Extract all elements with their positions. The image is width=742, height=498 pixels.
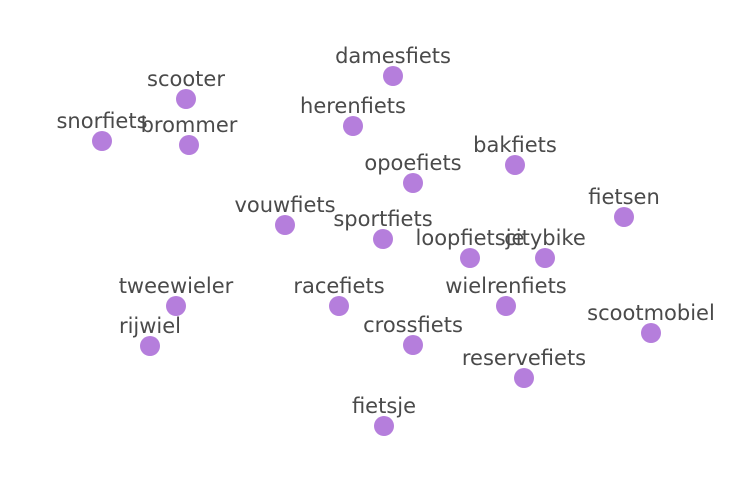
label-vouwfiets: vouwfiets bbox=[234, 193, 335, 217]
point-sportfiets bbox=[373, 229, 393, 249]
label-fietsen: fietsen bbox=[588, 185, 660, 209]
label-fietsje: fietsje bbox=[352, 394, 416, 418]
point-fietsen bbox=[614, 207, 634, 227]
label-racefiets: racefiets bbox=[293, 274, 384, 298]
label-citybike: citybike bbox=[504, 226, 586, 250]
point-brommer bbox=[179, 135, 199, 155]
point-rijwiel bbox=[140, 336, 160, 356]
label-crossfiets: crossfiets bbox=[363, 313, 463, 337]
point-racefiets bbox=[329, 296, 349, 316]
point-opoefiets bbox=[403, 173, 423, 193]
label-scooter: scooter bbox=[147, 67, 225, 91]
point-fietsje bbox=[374, 416, 394, 436]
label-bakfiets: bakfiets bbox=[473, 133, 557, 157]
label-scootmobiel: scootmobiel bbox=[587, 301, 715, 325]
label-rijwiel: rijwiel bbox=[119, 314, 181, 338]
point-scootmobiel bbox=[641, 323, 661, 343]
label-loopfietsje: loopfietsje bbox=[416, 226, 525, 250]
label-wielrenfiets: wielrenfiets bbox=[445, 274, 567, 298]
point-scooter bbox=[176, 89, 196, 109]
label-snorfiets: snorfiets bbox=[56, 109, 147, 133]
point-crossfiets bbox=[403, 335, 423, 355]
point-tweewieler bbox=[166, 296, 186, 316]
label-reservefiets: reservefiets bbox=[462, 346, 586, 370]
point-labels: damesfiets scooter herenfiets snorfietsbrom… bbox=[56, 44, 714, 418]
point-herenfiets bbox=[343, 116, 363, 136]
scatter-points bbox=[92, 66, 661, 436]
point-reservefiets bbox=[514, 368, 534, 388]
point-citybike bbox=[535, 248, 555, 268]
label-opoefiets: opoefiets bbox=[364, 151, 461, 175]
point-loopfietsje bbox=[460, 248, 480, 268]
label-herenfiets: herenfiets bbox=[300, 94, 406, 118]
label-damesfiets: damesfiets bbox=[335, 44, 451, 68]
point-vouwfiets bbox=[275, 215, 295, 235]
point-snorfiets bbox=[92, 131, 112, 151]
point-damesfiets bbox=[383, 66, 403, 86]
label-sportfiets: sportfiets bbox=[333, 207, 432, 231]
point-bakfiets bbox=[505, 155, 525, 175]
label-tweewieler: tweewieler bbox=[119, 274, 234, 298]
point-wielrenfiets bbox=[496, 296, 516, 316]
label-brommer: brommer bbox=[141, 113, 238, 137]
